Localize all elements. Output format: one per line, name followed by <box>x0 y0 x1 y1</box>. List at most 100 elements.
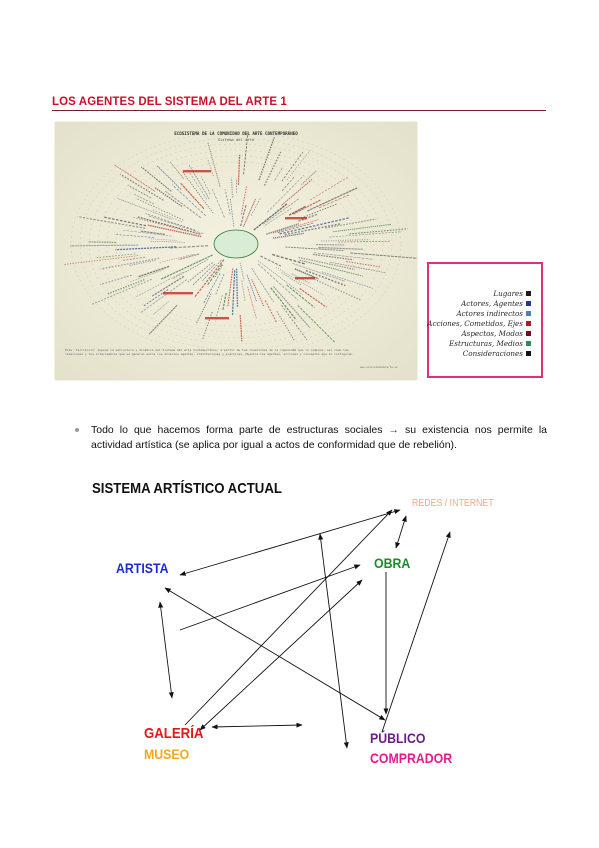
map-radial-text-line <box>318 194 350 209</box>
map-radial-text-line <box>281 175 296 192</box>
legend-swatch <box>526 301 531 306</box>
map-radial-text-line <box>301 203 337 219</box>
map-radial-text-line <box>263 151 282 186</box>
legend-item: Aspectos, Modos <box>461 329 531 338</box>
map-radial-text-line <box>151 208 183 223</box>
arrow-artista-redes <box>179 509 401 576</box>
map-radial-text-line <box>214 295 223 322</box>
map-radial-text-line <box>240 186 248 215</box>
map-radial-text-line <box>246 274 257 302</box>
map-radial-text-line <box>333 223 391 233</box>
node-redes-internet: REDES / INTERNET <box>412 498 494 509</box>
arrow-galeria-obra <box>199 579 363 731</box>
map-radial-text-line <box>281 151 304 182</box>
map-center-hub <box>213 229 259 259</box>
map-radial-text-line <box>117 197 172 220</box>
map-radial-text-line <box>241 280 246 302</box>
map-radial-text-line <box>281 305 308 341</box>
map-radial-text-line <box>133 194 155 205</box>
map-red-label-mark <box>163 292 193 295</box>
map-radial-text-line <box>123 229 172 237</box>
map-radial-text-line <box>99 274 132 286</box>
map-radial-text-line <box>251 267 274 303</box>
map-radial-text-line <box>243 198 257 227</box>
map-radial-text-line <box>152 301 169 316</box>
map-radial-text-line <box>260 255 282 267</box>
legend-swatch <box>526 311 531 316</box>
map-radial-text-line <box>206 264 223 287</box>
arrow-publico-redes <box>381 531 451 733</box>
map-radial-text-line <box>151 275 185 297</box>
map-orbit-ring <box>88 143 384 345</box>
node-museo: MUSEO <box>144 746 190 762</box>
map-radial-text-line <box>188 171 208 200</box>
legend-swatch <box>526 341 531 346</box>
map-legend: Lugares Actores, Agentes Actores indirec… <box>427 262 543 378</box>
map-radial-text-line <box>168 245 209 249</box>
map-red-label-mark <box>285 217 307 220</box>
map-radial-text-line <box>338 240 391 243</box>
map-radial-text-line <box>301 170 317 186</box>
map-radial-text-line <box>149 240 185 243</box>
map-orbit-ring <box>106 155 366 333</box>
map-radial-text-line <box>132 216 187 232</box>
map-radial-text-line <box>77 216 146 229</box>
map-radial-text-line <box>272 253 306 265</box>
map-radial-text-line <box>188 164 210 199</box>
map-radial-text-line <box>275 267 324 296</box>
map-radial-text-line <box>258 137 275 181</box>
arrow-redes-publico-vertical <box>318 533 349 749</box>
map-radial-text-line <box>263 198 300 225</box>
map-radial-text-line <box>266 223 300 235</box>
map-radial-text-line <box>70 244 139 247</box>
node-publico: PÚBLICO <box>370 730 426 746</box>
map-radial-text-line <box>202 259 222 281</box>
diagram-title: SISTEMA ARTÍSTICO ACTUAL <box>92 480 282 497</box>
map-radial-text-line <box>284 223 341 236</box>
map-radial-text-line <box>309 176 349 201</box>
map-orbit-ring <box>70 131 402 357</box>
map-radial-text-line <box>140 230 165 235</box>
map-radial-text-line <box>253 203 288 231</box>
map-radial-text-line <box>235 268 239 307</box>
map-radial-text-line <box>136 198 184 221</box>
map-subtitle: Sistema del Arte <box>217 137 255 142</box>
map-radial-text-line <box>288 205 307 216</box>
map-radial-text-line <box>285 246 345 252</box>
map-radial-text-line <box>127 184 152 199</box>
map-radial-text-line <box>299 259 363 277</box>
map-red-label-mark <box>183 170 211 173</box>
map-radial-text-line <box>273 219 320 234</box>
map-radial-text-line <box>148 304 178 335</box>
arrow-redes-obra <box>395 515 407 549</box>
map-url: www.ecosistemadelarte.es <box>360 366 398 369</box>
map-radial-text-line <box>297 305 336 343</box>
map-orbit-ring <box>115 161 357 327</box>
map-footnote: Este 'territorio' expone la estructura y… <box>65 348 354 356</box>
map-radial-text-line <box>104 216 147 227</box>
map-radial-text-line <box>147 215 204 234</box>
arrow-galeria-publico <box>211 722 303 730</box>
map-radial-text-line <box>305 269 346 287</box>
map-radial-text-line <box>143 289 169 307</box>
map-radial-text-line <box>230 198 235 227</box>
node-galeria: GALERÍA <box>144 725 204 742</box>
node-comprador: COMPRADOR <box>370 750 453 766</box>
map-radial-text-line <box>192 263 215 286</box>
map-radial-text-line <box>279 217 349 235</box>
map-radial-text-line <box>180 182 205 210</box>
map-radial-text-line <box>140 279 188 314</box>
map-radial-text-line <box>138 265 170 278</box>
map-radial-text-line <box>325 218 377 229</box>
map-radial-text-line <box>215 274 225 296</box>
map-radial-text-line <box>318 246 364 250</box>
map-radial-text-line <box>137 216 201 235</box>
map-radial-text-line <box>307 187 358 212</box>
map-radial-text-line <box>100 257 160 270</box>
legend-item: Actores indirectos <box>456 309 531 318</box>
map-radial-text-line <box>63 255 139 265</box>
legend-item: Acciones, Cometidos, Ejes <box>427 319 531 328</box>
map-radial-text-line <box>222 292 227 311</box>
map-radial-text-line <box>94 253 136 259</box>
map-radial-text-line <box>329 261 386 274</box>
